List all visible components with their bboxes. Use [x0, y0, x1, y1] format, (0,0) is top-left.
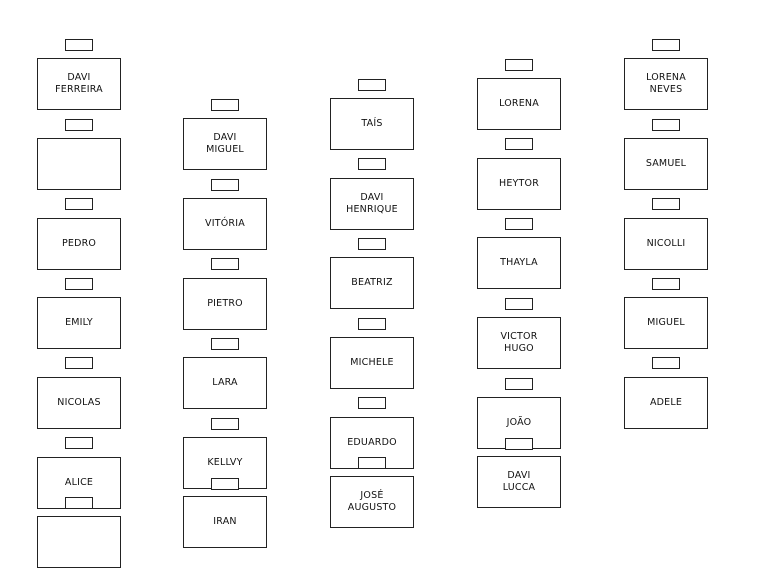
chair-marker: [358, 79, 386, 91]
chair-marker: [505, 298, 533, 310]
student-name: SAMUEL: [645, 158, 687, 169]
desk-box: SAMUEL: [624, 138, 708, 190]
student-name: DAVI HENRIQUE: [346, 192, 398, 215]
chair-marker: [211, 258, 239, 270]
desk-box: EMILY: [37, 297, 121, 349]
chair-marker: [358, 318, 386, 330]
chair-marker: [358, 238, 386, 250]
chair-marker: [65, 437, 93, 449]
chair-marker: [505, 378, 533, 390]
student-name: VICTOR HUGO: [500, 331, 538, 354]
desk-box: ADELE: [624, 377, 708, 429]
student-name: ALICE: [64, 477, 94, 488]
chair-marker: [505, 138, 533, 150]
desk-box: [37, 516, 121, 568]
desk-box: DAVI FERREIRA: [37, 58, 121, 110]
chair-marker: [65, 119, 93, 131]
desk-box: IRAN: [183, 496, 267, 548]
student-name: NICOLAS: [57, 397, 101, 408]
student-name: JOÃO: [506, 417, 532, 428]
chair-marker: [65, 278, 93, 290]
desk-box: THAYLA: [477, 237, 561, 289]
student-name: PEDRO: [61, 238, 97, 249]
student-name: HEYTOR: [498, 178, 540, 189]
desk-box: NICOLAS: [37, 377, 121, 429]
chair-marker: [358, 397, 386, 409]
desk-box: HEYTOR: [477, 158, 561, 210]
chair-marker: [65, 497, 93, 509]
desk-box: LORENA: [477, 78, 561, 130]
student-name: IRAN: [213, 516, 237, 527]
chair-marker: [505, 59, 533, 71]
desk-box: MICHELE: [330, 337, 414, 389]
chair-marker: [652, 357, 680, 369]
chair-marker: [65, 357, 93, 369]
student-name: TAÍS: [361, 118, 383, 129]
chair-marker: [211, 478, 239, 490]
chair-marker: [211, 418, 239, 430]
student-name: KELLVY: [207, 457, 243, 468]
chair-marker: [65, 198, 93, 210]
desk-box: BEATRIZ: [330, 257, 414, 309]
student-name: MICHELE: [350, 357, 394, 368]
desk-box: DAVI HENRIQUE: [330, 178, 414, 230]
student-name: MIGUEL: [647, 317, 685, 328]
chair-marker: [652, 198, 680, 210]
student-name: THAYLA: [500, 257, 538, 268]
desk-box: LORENA NEVES: [624, 58, 708, 110]
student-name: LORENA: [499, 98, 539, 109]
desk-box: VICTOR HUGO: [477, 317, 561, 369]
chair-marker: [358, 457, 386, 469]
chair-marker: [505, 438, 533, 450]
chair-marker: [652, 278, 680, 290]
desk-box: DAVI MIGUEL: [183, 118, 267, 170]
student-name: JOSÉ AUGUSTO: [347, 490, 397, 513]
desk-box: PEDRO: [37, 218, 121, 270]
desk-box: [37, 138, 121, 190]
chair-marker: [211, 99, 239, 111]
desk-box: NICOLLI: [624, 218, 708, 270]
student-name: DAVI FERREIRA: [55, 72, 103, 95]
chair-marker: [358, 158, 386, 170]
desk-box: PIETRO: [183, 278, 267, 330]
student-name: ADELE: [649, 397, 683, 408]
desk-box: TAÍS: [330, 98, 414, 150]
desk-box: VITÓRIA: [183, 198, 267, 250]
chair-marker: [652, 39, 680, 51]
student-name: EDUARDO: [347, 437, 397, 448]
chair-marker: [652, 119, 680, 131]
student-name: BEATRIZ: [351, 277, 393, 288]
student-name: NICOLLI: [646, 238, 686, 249]
desk-box: JOSÉ AUGUSTO: [330, 476, 414, 528]
student-name: EMILY: [65, 317, 93, 328]
chair-marker: [211, 179, 239, 191]
chair-marker: [65, 39, 93, 51]
desk-box: MIGUEL: [624, 297, 708, 349]
student-name: LORENA NEVES: [646, 72, 686, 95]
student-name: LARA: [212, 377, 238, 388]
student-name: DAVI MIGUEL: [206, 132, 244, 155]
student-name: PIETRO: [207, 298, 243, 309]
desk-box: LARA: [183, 357, 267, 409]
chair-marker: [505, 218, 533, 230]
student-name: DAVI LUCCA: [502, 470, 536, 493]
student-name: VITÓRIA: [205, 218, 245, 229]
desk-box: DAVI LUCCA: [477, 456, 561, 508]
chair-marker: [211, 338, 239, 350]
